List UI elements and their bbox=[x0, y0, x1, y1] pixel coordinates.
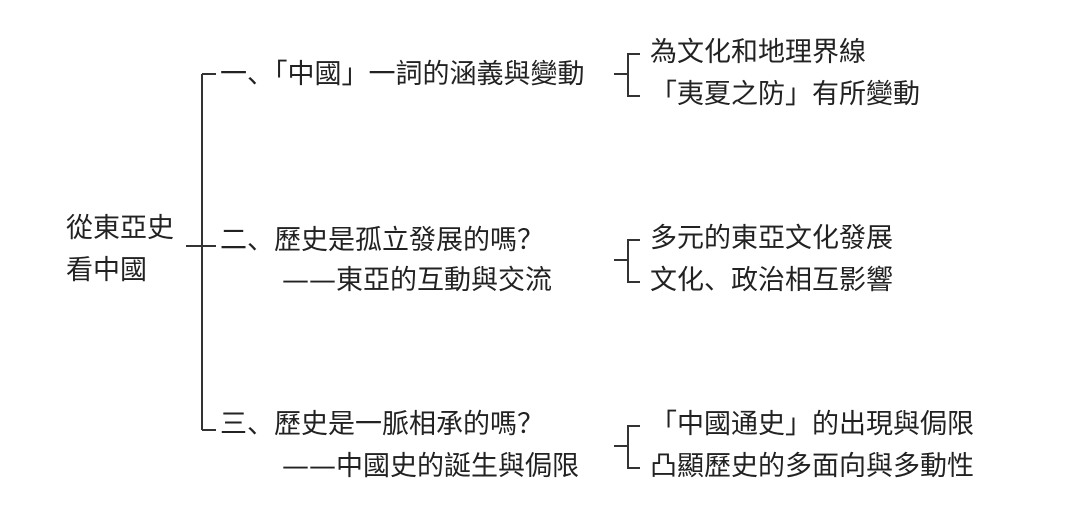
branch-3-leaf-1: 「中國通史」的出現與侷限 bbox=[650, 409, 974, 440]
branch-2-subtitle: ——東亞的互動與交流 bbox=[282, 265, 552, 296]
branch-3-title: 三、歷史是一脈相承的嗎？ bbox=[220, 409, 544, 440]
branch-1-title: 一、「中國」一詞的涵義與變動 bbox=[220, 59, 585, 90]
branch-2-bracket bbox=[627, 239, 640, 283]
branch-1-bracket bbox=[627, 53, 640, 97]
branch-1-leaf-1: 為文化和地理界線 bbox=[650, 37, 866, 68]
branch-3-leaf-2: 凸顯歷史的多面向與多動性 bbox=[650, 451, 974, 482]
branch-3-bracket bbox=[627, 425, 640, 469]
branch-2-title: 二、歷史是孤立發展的嗎？ bbox=[220, 225, 544, 256]
branch-2-leaf-1: 多元的東亞文化發展 bbox=[650, 223, 893, 254]
branch-3-subtitle: ——中國史的誕生與侷限 bbox=[282, 451, 579, 482]
root-label-line1: 從東亞史 bbox=[66, 213, 174, 244]
branch-2-leaf-2: 文化、政治相互影響 bbox=[650, 265, 893, 296]
branch-1-leaf-2: 「夷夏之防」有所變動 bbox=[650, 79, 920, 110]
root-label-line2: 看中國 bbox=[66, 255, 147, 286]
